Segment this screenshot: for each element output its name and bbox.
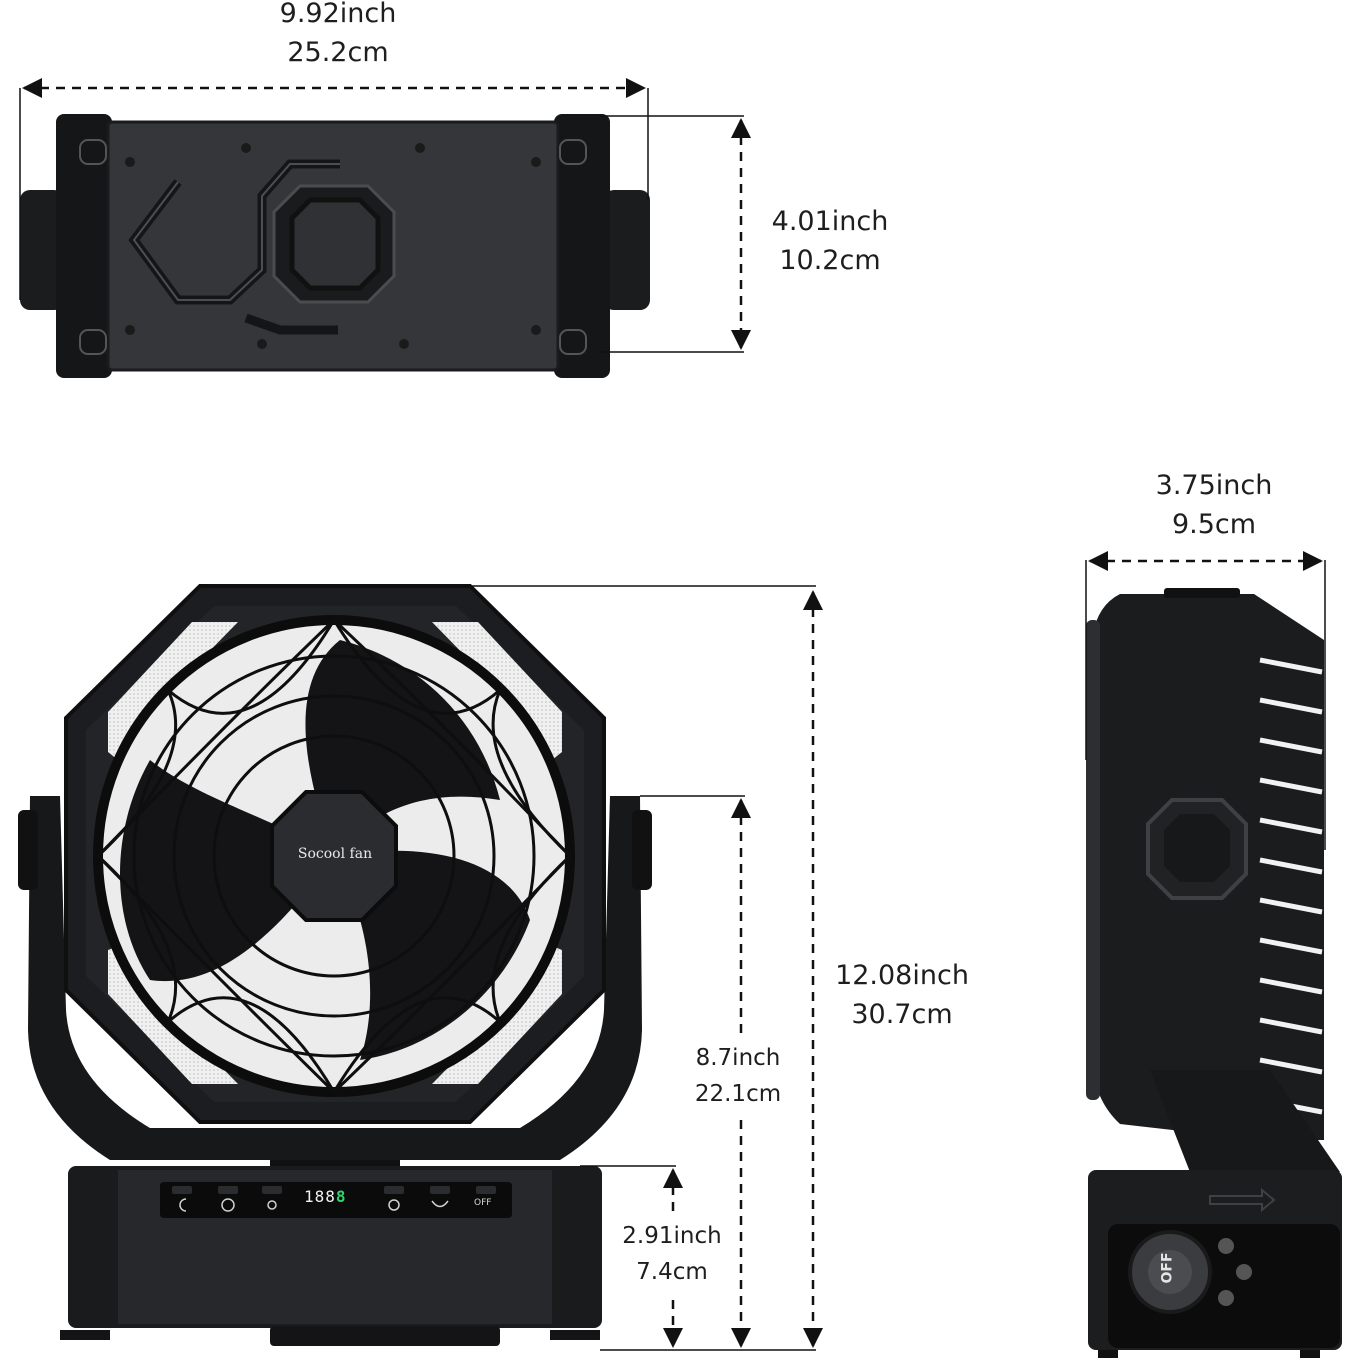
top-view-right-handle — [604, 190, 650, 310]
mode-button-icon — [1236, 1264, 1252, 1280]
brand-label: Socool fan — [297, 846, 373, 862]
label-top-width-cm: 25.2cm — [287, 37, 389, 68]
label-pivot-height-inch: 8.7inch — [695, 1045, 781, 1071]
lcd-digits: 188 — [304, 1187, 336, 1206]
label-pivot-height: 8.7inch 22.1cm — [658, 1040, 818, 1112]
label-base-height-cm: 7.4cm — [636, 1259, 708, 1285]
top-view-right-cap — [554, 114, 610, 378]
light-icon — [267, 1200, 277, 1210]
lcd-display: 1888 — [304, 1187, 347, 1206]
fan-hub — [270, 790, 398, 922]
label-top-width: 9.92inch 25.2cm — [238, 0, 438, 72]
dial-off-label: OFF — [1159, 1252, 1176, 1284]
lcd-level: 8 — [335, 1187, 347, 1206]
label-base-height-inch: 2.91inch — [622, 1223, 722, 1249]
label-top-depth-cm: 10.2cm — [779, 245, 881, 276]
label-side-depth-cm: 9.5cm — [1171, 509, 1257, 540]
label-top-width-inch: 9.92inch — [279, 0, 397, 29]
dimension-side-depth — [1085, 551, 1326, 850]
label-top-depth: 4.01inch 10.2cm — [730, 202, 930, 280]
label-overall-height-cm: 30.7cm — [851, 999, 953, 1030]
label-side-depth-inch: 3.75inch — [1155, 470, 1273, 501]
timer-button-icon — [1218, 1290, 1234, 1306]
off-button[interactable]: OFF — [474, 1198, 492, 1208]
oscillate-icon — [431, 1200, 449, 1208]
side-stand — [1150, 1070, 1340, 1172]
dimension-pivot-height — [640, 795, 751, 1348]
power-button-icon — [1218, 1238, 1234, 1254]
top-view-left-handle — [20, 190, 64, 310]
label-overall-height: 12.08inch 30.7cm — [802, 956, 1002, 1034]
front-stand-arms — [28, 796, 642, 1160]
control-strip — [160, 1182, 512, 1218]
label-overall-height-inch: 12.08inch — [835, 960, 969, 991]
dimension-top-width — [19, 78, 649, 300]
label-base-height: 2.91inch 7.4cm — [592, 1218, 752, 1290]
dimension-base-height — [580, 1165, 683, 1348]
side-view — [1086, 588, 1342, 1358]
front-view — [18, 584, 652, 1346]
label-pivot-height-cm: 22.1cm — [694, 1081, 782, 1107]
dimension-top-depth — [600, 115, 751, 353]
top-view — [20, 114, 650, 378]
label-side-depth: 3.75inch 9.5cm — [1114, 466, 1314, 544]
fan-speed-icon — [388, 1199, 400, 1211]
timer-icon — [221, 1198, 235, 1212]
top-view-left-cap — [56, 114, 112, 378]
label-top-depth-inch: 4.01inch — [771, 206, 889, 237]
dimension-overall-height — [470, 585, 823, 1351]
sleep-icon — [179, 1198, 187, 1212]
